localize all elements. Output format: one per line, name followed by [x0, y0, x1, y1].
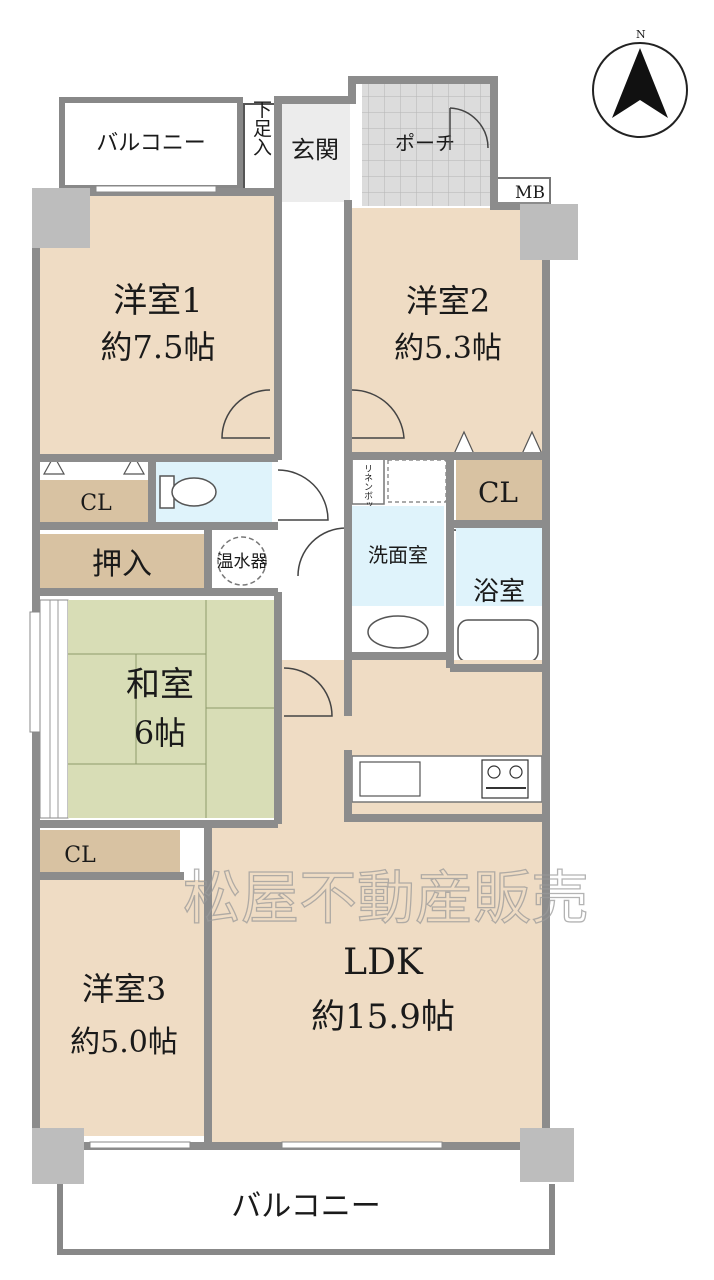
window-room1-top	[95, 185, 217, 193]
western-room-3: 洋室3 約5.0帖	[40, 880, 208, 1136]
sink-icon	[359, 761, 421, 797]
porch-label: ポーチ	[395, 131, 455, 155]
western-room-2-door	[351, 389, 405, 439]
western-room-2-floor	[352, 208, 544, 454]
ldk-door	[283, 667, 333, 717]
watermark: 松屋不動産販売	[183, 864, 589, 932]
hallway	[280, 202, 346, 658]
western-room-2-name: 洋室2	[406, 282, 490, 320]
western-room-3-floor	[40, 880, 208, 1136]
western-room-3-size: 約5.0帖	[70, 1025, 178, 1060]
balcony-top-area	[59, 97, 243, 191]
closet-3-label: CL	[64, 843, 96, 868]
balcony-top-label: バルコニー	[96, 131, 206, 156]
closet-1	[40, 480, 150, 522]
entrance	[280, 104, 350, 202]
washroom	[352, 506, 444, 606]
washitsu-size: 6帖	[134, 714, 186, 752]
wall-kitchen-back	[344, 750, 546, 822]
ldk: LDK 約15.9帖	[212, 660, 543, 1142]
closet-1-fold-left	[42, 454, 66, 475]
burner-1-icon	[487, 765, 501, 779]
shoe-closet-label: 下足入	[250, 100, 272, 157]
water-heater-icon	[217, 536, 267, 586]
linen-box-label: リネンボックス	[362, 464, 373, 527]
pillar-top-left	[32, 188, 90, 248]
pillar-top-right	[520, 204, 578, 260]
ldk-size: 約15.9帖	[311, 997, 455, 1037]
walls	[32, 76, 550, 1150]
washitsu-shoji	[39, 599, 69, 819]
closet-3	[40, 830, 180, 872]
washitsu-name: 和室	[126, 665, 194, 705]
pillar-bottom-left	[32, 1128, 84, 1184]
porch: ポーチ	[362, 80, 490, 206]
washroom-door	[297, 527, 347, 577]
washitsu: 和室 6帖	[39, 599, 274, 819]
closet-1-label: CL	[80, 491, 112, 516]
oshiire-label: 押入	[92, 547, 152, 582]
balcony-bottom-label: バルコニー	[231, 1189, 380, 1224]
closet-1-fold-right	[122, 454, 146, 475]
western-room-1-size: 約7.5帖	[101, 328, 216, 366]
water-heater-label: 温水器	[217, 552, 268, 572]
western-room-1-door	[221, 389, 271, 439]
porch-door-swing	[449, 107, 489, 149]
bathtub-icon	[457, 619, 539, 663]
window-washitsu-left	[29, 611, 41, 733]
bathroom	[456, 528, 542, 606]
window-room3-bottom	[89, 1141, 191, 1149]
burner-2-icon	[509, 765, 523, 779]
western-room-2-size: 約5.3帖	[394, 331, 502, 366]
western-room-3-name: 洋室3	[82, 970, 166, 1008]
balcony-bottom-rail	[57, 1184, 555, 1255]
bathroom-label: 浴室	[473, 577, 525, 607]
window-ldk-bottom	[281, 1141, 443, 1149]
toilet-door	[277, 469, 329, 521]
closet-2-label: CL	[478, 476, 518, 509]
mb-label: MB	[515, 183, 545, 203]
pillar-bottom-right	[520, 1128, 574, 1182]
north-arrow-icon	[612, 48, 668, 118]
western-room-1-name: 洋室1	[113, 281, 203, 321]
ldk-name: LDK	[343, 942, 424, 983]
oshiire	[40, 534, 204, 588]
washbasin-icon	[367, 615, 429, 649]
closet-2	[456, 460, 542, 520]
compass: N	[592, 28, 688, 138]
laundry-pan	[387, 459, 447, 503]
porch-floor	[362, 80, 490, 206]
compass-north-label: N	[636, 28, 646, 41]
entrance-label: 玄関	[291, 136, 339, 164]
balcony-top: バルコニー	[59, 97, 243, 191]
washroom-label: 洗面室	[368, 543, 428, 567]
balcony-bottom: バルコニー	[57, 1184, 555, 1255]
stove-icon	[481, 759, 529, 799]
toilet-bowl-icon	[171, 477, 217, 507]
western-room-2: 洋室2 約5.3帖	[351, 208, 544, 454]
washitsu-tatami	[68, 600, 274, 818]
